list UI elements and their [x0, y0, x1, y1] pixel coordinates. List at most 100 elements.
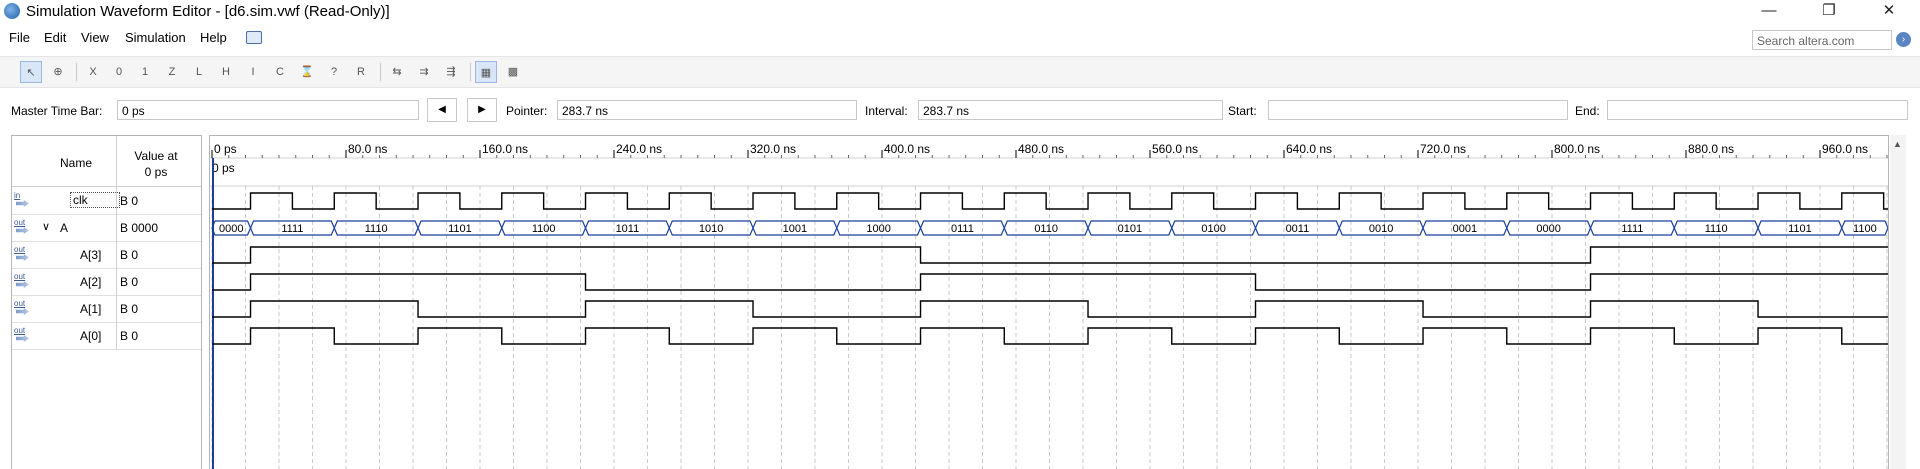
arbitrary-value-icon[interactable]: ?	[330, 66, 338, 78]
signal-row-clk[interactable]: in clk B 0	[12, 187, 201, 215]
select-icon[interactable]: ↖	[20, 61, 42, 83]
restore-button[interactable]: ❐	[1822, 2, 1836, 19]
bus-value-label: 0111	[951, 223, 974, 235]
signal-value: B 0000	[120, 221, 159, 235]
force-high-z-icon[interactable]: Z	[168, 66, 176, 78]
bus-segment	[1673, 220, 1759, 236]
column-divider	[116, 322, 117, 349]
time-tick-label: 400.0 ns	[884, 142, 930, 156]
output-pin-icon: out	[14, 272, 30, 290]
signal-value: B 0	[120, 302, 139, 316]
bus-segment	[668, 220, 754, 236]
bus-value-label: 0000	[219, 223, 243, 235]
signal-row-A1[interactable]: out A[1] B 0	[12, 295, 201, 323]
bus-value-label: 1100	[1853, 223, 1877, 235]
bus-segment	[584, 220, 670, 236]
chevron-down-icon[interactable]: ∨	[42, 221, 51, 233]
pin-direction-label: out	[14, 245, 26, 254]
search-input[interactable]: Search altera.com	[1752, 30, 1892, 50]
menu-bar: File Edit View Simulation Help	[0, 28, 1920, 50]
group-icon[interactable]: ⇉	[419, 66, 429, 78]
signal-name[interactable]: A[2]	[80, 275, 102, 289]
bus-value-label: 1111	[1621, 223, 1643, 235]
signal-waveform	[212, 246, 1888, 264]
time-tick-label: 0 ps	[214, 142, 237, 156]
bus-value-label: 1110	[1705, 223, 1728, 235]
menu-view[interactable]: View	[81, 30, 109, 45]
menu-edit[interactable]: Edit	[44, 30, 67, 45]
signal-name[interactable]: A	[60, 221, 69, 235]
invert-icon[interactable]: I	[251, 66, 255, 78]
signal-row-A3[interactable]: out A[3] B 0	[12, 241, 201, 269]
count-value-icon[interactable]: C	[276, 66, 284, 78]
search-go-icon[interactable]: ›	[1896, 32, 1911, 47]
interval-field[interactable]: 283.7 ns	[918, 100, 1223, 120]
bus-segment	[211, 220, 252, 236]
next-transition-button[interactable]: ▶	[467, 98, 497, 122]
signal-value: B 0	[120, 329, 139, 343]
bus-segment	[752, 220, 838, 236]
bus-segment	[836, 220, 922, 236]
output-pin-icon: out	[14, 299, 30, 317]
signal-row-A[interactable]: out ∨ A B 0000	[12, 214, 201, 242]
clock-icon[interactable]: ⌛	[300, 66, 314, 78]
interval-label: Interval:	[865, 104, 908, 118]
bus-segment	[1171, 220, 1257, 236]
scroll-up-icon[interactable]: ▲	[1893, 139, 1902, 149]
pin-direction-label: out	[14, 326, 26, 335]
signal-row-A0[interactable]: out A[0] B 0	[12, 322, 201, 350]
signal-name[interactable]: clk	[70, 192, 120, 208]
bus-segment	[1757, 220, 1843, 236]
master-time-bar-field[interactable]: 0 ps	[117, 100, 419, 120]
end-field[interactable]	[1607, 100, 1908, 120]
bus-segment	[1087, 220, 1173, 236]
time-tick-label: 880.0 ns	[1688, 142, 1734, 156]
vertical-scrollbar[interactable]: ▲	[1890, 135, 1906, 469]
force-weak-low-icon[interactable]: L	[195, 66, 203, 78]
time-bar: Master Time Bar: 0 ps ◀ ▶ Pointer: 283.7…	[0, 96, 1920, 124]
zoom-icon[interactable]: ⊕	[53, 66, 63, 78]
force-high-icon[interactable]: 1	[141, 66, 149, 78]
force-weak-high-icon[interactable]: H	[222, 66, 230, 78]
signal-list-header: Name Value at 0 ps	[12, 136, 201, 187]
bus-segment	[1589, 220, 1675, 236]
app-icon	[4, 3, 20, 19]
start-field[interactable]	[1268, 100, 1568, 120]
force-unknown-icon[interactable]: X	[89, 66, 97, 78]
bus-segment	[417, 220, 503, 236]
signal-row-A2[interactable]: out A[2] B 0	[12, 268, 201, 296]
bus-segment	[1506, 220, 1592, 236]
grid-icon[interactable]: ▦	[475, 61, 497, 83]
time-tick-label: 800.0 ns	[1554, 142, 1600, 156]
value-column-header[interactable]: Value at 0 ps	[114, 148, 198, 180]
settings-icon[interactable]: ▩	[507, 66, 519, 78]
signal-list-panel: Name Value at 0 ps in clk B 0 out ∨ A B …	[11, 135, 202, 469]
chat-help-icon[interactable]	[246, 31, 262, 44]
signal-name[interactable]: A[0]	[80, 329, 102, 343]
name-column-header[interactable]: Name	[60, 156, 93, 170]
ungroup-icon[interactable]: ⇶	[446, 66, 456, 78]
previous-transition-button[interactable]: ◀	[427, 98, 457, 122]
master-time-bar-label: Master Time Bar:	[11, 104, 103, 118]
signal-name[interactable]: A[3]	[80, 248, 102, 262]
pin-direction-label: in	[14, 191, 21, 200]
toolbar-separator	[76, 63, 77, 81]
menu-help[interactable]: Help	[200, 30, 227, 45]
menu-file[interactable]: File	[9, 30, 30, 45]
menu-simulation[interactable]: Simulation	[125, 30, 186, 45]
signal-value: B 0	[120, 248, 139, 262]
column-divider	[116, 214, 117, 241]
minimize-button[interactable]: —	[1761, 2, 1777, 19]
pointer-field[interactable]: 283.7 ns	[557, 100, 857, 120]
close-button[interactable]: ✕	[1882, 2, 1896, 19]
signal-name[interactable]: A[1]	[80, 302, 102, 316]
bus-segment	[1422, 220, 1508, 236]
bus-value-label: 1111	[281, 223, 303, 235]
force-low-icon[interactable]: 0	[115, 66, 123, 78]
random-icon[interactable]: R	[357, 66, 365, 78]
column-divider	[116, 241, 117, 268]
bus-value-label: 1010	[699, 223, 723, 235]
snap-icon[interactable]: ⇆	[392, 66, 402, 78]
